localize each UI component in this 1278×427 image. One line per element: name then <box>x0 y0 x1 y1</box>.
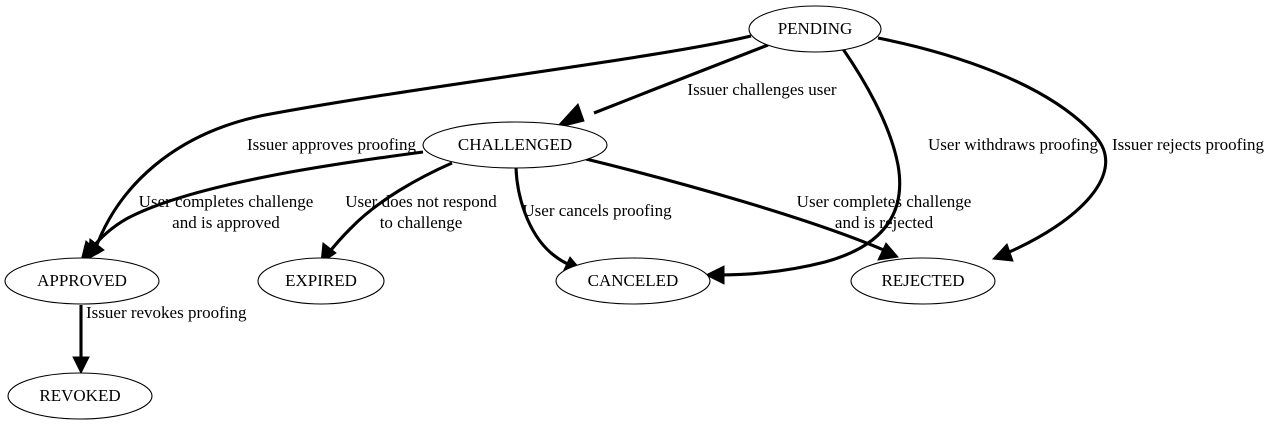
edge-challenged-expired[interactable]: User does not respond to challenge <box>320 161 497 265</box>
edge-pending-rejected-label: Issuer rejects proofing <box>1112 135 1265 154</box>
edge-pending-rejected-arrowhead <box>991 243 1014 262</box>
node-revoked-label: REVOKED <box>39 386 120 405</box>
node-approved-label: APPROVED <box>37 271 127 290</box>
node-revoked-ellipse <box>7 372 153 420</box>
edge-approved-revoked[interactable]: Issuer revokes proofing <box>72 303 247 375</box>
edge-pending-canceled-label: User withdraws proofing <box>928 135 1098 154</box>
edge-challenged-approved-arrowhead <box>80 240 100 262</box>
edge-challenged-approved-path <box>87 150 424 253</box>
node-pending-ellipse <box>748 5 882 53</box>
edge-challenged-expired-path <box>326 161 453 255</box>
edge-challenged-rejected-label-line1: User completes challenge <box>797 192 972 211</box>
edge-pending-rejected[interactable]: Issuer rejects proofing <box>877 36 1265 262</box>
edge-approved-revoked-label: Issuer revokes proofing <box>86 303 247 322</box>
edge-pending-challenged-label: Issuer challenges user <box>687 80 837 99</box>
edge-pending-canceled[interactable]: User withdraws proofing <box>704 48 1098 285</box>
node-pending[interactable]: PENDING <box>748 5 882 53</box>
edge-approved-revoked-arrowhead <box>72 356 90 375</box>
edge-challenged-rejected[interactable]: User completes challenge and is rejected <box>585 157 972 261</box>
edge-pending-rejected-path <box>877 36 1108 255</box>
node-challenged[interactable]: CHALLENGED <box>422 121 608 169</box>
edge-pending-challenged-path <box>593 43 769 115</box>
edge-challenged-approved-label-line1: User completes challenge <box>139 192 314 211</box>
node-rejected[interactable]: REJECTED <box>850 257 996 305</box>
node-rejected-ellipse <box>850 257 996 305</box>
edge-challenged-canceled-label: User cancels proofing <box>522 201 672 220</box>
node-approved[interactable]: APPROVED <box>4 257 160 305</box>
edge-pending-canceled-arrowhead <box>704 265 725 285</box>
node-pending-label: PENDING <box>778 19 853 38</box>
edge-pending-approved[interactable]: Issuer approves proofing <box>87 34 752 260</box>
node-rejected-label: REJECTED <box>881 271 964 290</box>
node-canceled-label: CANCELED <box>588 271 679 290</box>
node-revoked[interactable]: REVOKED <box>7 372 153 420</box>
edge-pending-canceled-path <box>717 48 902 277</box>
edge-challenged-approved-label-line2: and is approved <box>172 213 280 232</box>
edge-challenged-canceled[interactable]: User cancels proofing <box>514 167 672 275</box>
node-expired-label: EXPIRED <box>285 271 357 290</box>
edge-challenged-rejected-label-line2: and is rejected <box>835 213 934 232</box>
node-approved-ellipse <box>4 257 160 305</box>
edge-pending-challenged-arrowhead <box>554 103 585 129</box>
edge-challenged-approved[interactable]: User completes challenge and is approved <box>80 150 424 262</box>
edge-pending-challenged[interactable]: Issuer challenges user <box>554 43 837 129</box>
node-expired-ellipse <box>257 257 385 305</box>
edge-pending-approved-label: Issuer approves proofing <box>247 135 417 154</box>
edge-challenged-expired-label-line2: to challenge <box>380 213 463 232</box>
node-canceled-ellipse <box>555 257 711 305</box>
edge-challenged-expired-label-line1: User does not respond <box>345 192 497 211</box>
node-expired[interactable]: EXPIRED <box>257 257 385 305</box>
edge-challenged-rejected-path <box>585 157 887 253</box>
edge-pending-approved-path <box>93 34 752 251</box>
edge-challenged-rejected-arrowhead <box>877 242 899 261</box>
node-challenged-ellipse <box>422 121 608 169</box>
edge-challenged-canceled-path <box>514 167 571 267</box>
node-canceled[interactable]: CANCELED <box>555 257 711 305</box>
node-challenged-label: CHALLENGED <box>458 135 572 154</box>
